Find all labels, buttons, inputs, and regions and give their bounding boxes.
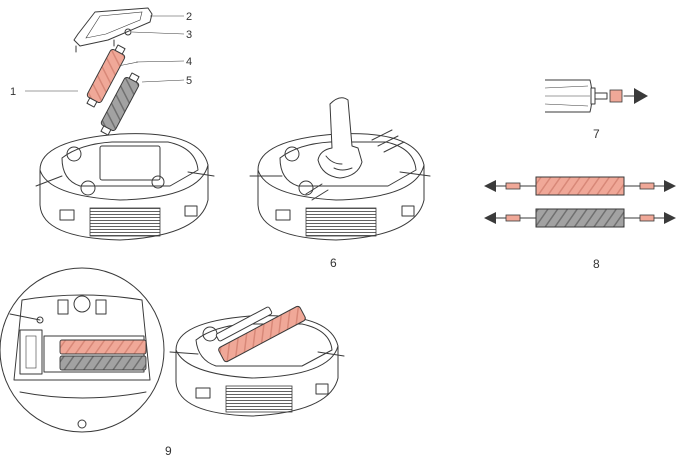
step-5-illustration: 1 2 3 4 5 [10, 8, 214, 240]
callout-5: 5 [186, 75, 192, 87]
right-arrow-icon [664, 212, 676, 224]
robot-bottom-view [0, 268, 164, 432]
step-7-label: 7 [593, 127, 600, 141]
step-6-illustration: 6 [250, 98, 430, 270]
step-9-label: 9 [165, 444, 172, 458]
robot-vacuum [36, 134, 214, 240]
callout-1: 1 [10, 86, 16, 98]
pull-arrow-icon [634, 88, 648, 104]
callout-2: 2 [186, 11, 192, 23]
step-9-illustration: 9 [0, 268, 344, 458]
right-arrow-icon [664, 180, 676, 192]
step-6-label: 6 [330, 256, 337, 270]
step-7-illustration: 7 [545, 80, 648, 141]
left-arrow-icon [484, 212, 496, 224]
callout-4: 4 [186, 56, 192, 68]
brush-guard [74, 8, 152, 52]
callout-3: 3 [186, 29, 192, 41]
robot-vacuum [170, 305, 344, 416]
secondary-brush-row [484, 209, 676, 227]
left-arrow-icon [484, 180, 496, 192]
step-8-label: 8 [593, 257, 600, 271]
step-8-illustration: 8 [484, 177, 676, 271]
main-brush-row [484, 177, 676, 195]
